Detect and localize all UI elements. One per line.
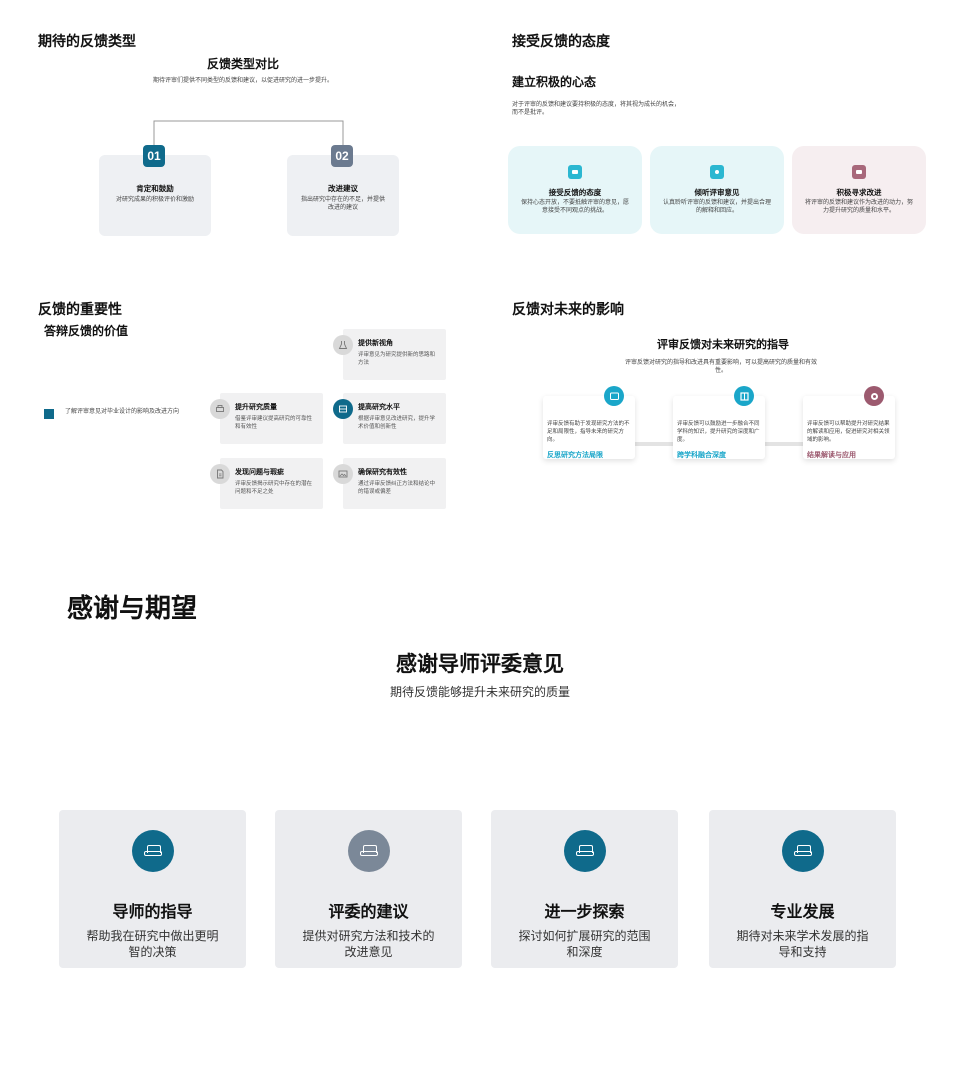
importance-item-5: 确保研究有效性 通过评审反馈纠正方法和结论中的错误或偏差 [333,458,446,509]
future-card-1: 评审反馈有助于发现研究方法的不足和局限性，指导未来的研究方向。 反思研究方法局限 [543,386,635,459]
message-icon [568,165,582,179]
attitude-card-title: 积极寻求改进 [836,188,882,197]
importance-item-desc: 通过评审反馈纠正方法和结论中的错误或偏差 [358,481,436,495]
thanks-card-title: 导师的指导 [112,904,193,921]
thanks-card-title: 进一步探索 [544,904,625,921]
types-subtitle: 期待评审们提供不同类型的反馈和建议，以促进研究的进一步提升。 [152,78,333,84]
chart-icon [852,165,866,179]
type-desc: 指出研究中存在的不足，并提供改进的建议 [301,197,386,211]
importance-item-title: 提升研究质量 [235,404,277,411]
document-icon [210,464,230,484]
section-title-importance: 反馈的重要性 [38,301,122,317]
folder-icon [604,386,624,406]
future-card-desc: 评审反馈可以帮助提升对研究结果的解读和应用，促进研究对相关领域的影响。 [807,421,890,443]
importance-item-desc: 评审意见为研究提供新的思路和方法 [358,352,436,366]
importance-item-4: 发现问题与瑕疵 评审反馈揭示研究中存在的潜在问题和不足之处 [210,458,323,509]
importance-item-desc: 根据评审意见改进研究，提升学术价值和创新性 [358,416,436,430]
flask-icon [333,335,353,355]
sofa-icon [781,830,824,872]
section-title-types: 期待的反馈类型 [38,33,136,49]
attitude-card-desc: 将评审的反馈和建议作为改进的动力，努力提升研究的质量和水平。 [804,200,913,214]
type-title: 肯定和鼓励 [136,184,174,193]
importance-item-title: 提高研究水平 [358,404,400,411]
importance-item-2: 提升研究质量 借鉴评审建议提高研究的可靠性和有效性 [210,393,323,444]
thanks-heading: 感谢导师评委意见 [396,653,564,676]
sofa-icon [347,830,390,872]
importance-item-desc: 评审反馈揭示研究中存在的潜在问题和不足之处 [235,481,313,495]
attitude-card-1: 接受反馈的态度 保持心态开放，不要抵触评审的意见，愿意接受不同观点的挑战。 [508,146,642,234]
section-title-thanks: 感谢与期望 [67,593,198,623]
attitude-card-desc: 认真聆听评审的反馈和建议，并提出合理的解释和回应。 [662,200,771,214]
thanks-card-desc: 提供对研究方法和技术的改进意见 [302,929,435,959]
types-heading: 反馈类型对比 [206,57,279,71]
attitude-subtitle: 对于评审的反馈和建议要持积极的态度，将其视为成长的机会，而不是批评。 [512,102,681,116]
sofa-icon [563,830,606,872]
attitude-heading: 建立积极的心态 [512,75,597,89]
thanks-card-title: 专业发展 [770,904,835,921]
puzzle-icon [734,386,754,406]
future-card-link[interactable]: 结果解读与应用 [807,452,856,459]
type-card-2: 02 改进建议 指出研究中存在的不足，并提供改进的建议 [287,145,399,236]
attitude-card-2: 倾听评审意见 认真聆听评审的反馈和建议，并提出合理的解释和回应。 [650,146,784,234]
thanks-card-desc: 探讨如何扩展研究的范围和深度 [518,929,651,959]
ear-icon [710,165,724,179]
type-card-1: 01 肯定和鼓励 对研究成果的积极评价和激励 [99,145,211,236]
print-icon [210,399,230,419]
section-title-future: 反馈对未来的影响 [512,301,624,317]
legend-swatch [44,409,54,419]
image-icon [333,464,353,484]
importance-legend: 了解评审意见对毕业设计的影响及改进方向 [65,409,180,415]
future-card-link[interactable]: 跨学科融合深度 [677,452,726,459]
future-card-desc: 评审反馈可以鼓励进一步融合不同学科的知识，提升研究的深度和广度。 [677,421,760,443]
thanks-card-4: 专业发展 期待对未来学术发展的指导和支持 [709,810,896,968]
importance-item-title: 提供新视角 [358,340,393,347]
importance-item-1: 提供新视角 评审意见为研究提供新的思路和方法 [333,329,446,380]
future-card-3: 评审反馈可以帮助提升对研究结果的解读和应用，促进研究对相关领域的影响。 结果解读… [803,386,895,459]
future-subtitle: 评审反馈对研究的指导和改进具有重要影响，可以提高研究的质量和有效性。 [625,360,818,374]
thanks-card-1: 导师的指导 帮助我在研究中做出更明智的决策 [59,810,246,968]
attitude-card-desc: 保持心态开放，不要抵触评审的意见，愿意接受不同观点的挑战。 [520,200,629,214]
attitude-card-3: 积极寻求改进 将评审的反馈和建议作为改进的动力，努力提升研究的质量和水平。 [792,146,926,234]
importance-item-3: 提高研究水平 根据评审意见改进研究，提升学术价值和创新性 [333,393,446,444]
importance-item-title: 发现问题与瑕疵 [235,469,284,476]
future-heading: 评审反馈对未来研究的指导 [657,339,789,351]
future-card-2: 评审反馈可以鼓励进一步融合不同学科的知识，提升研究的深度和广度。 跨学科融合深度 [673,386,765,459]
future-card-desc: 评审反馈有助于发现研究方法的不足和局限性，指导未来的研究方向。 [547,421,630,443]
thanks-card-desc: 期待对未来学术发展的指导和支持 [736,929,869,959]
type-number-badge: 02 [331,145,353,167]
thanks-card-3: 进一步探索 探讨如何扩展研究的范围和深度 [491,810,678,968]
type-title: 改进建议 [328,184,358,193]
section-title-attitude: 接受反馈的态度 [512,33,610,49]
future-card-link[interactable]: 反思研究方法局限 [547,452,603,459]
types-connector [153,120,344,146]
type-desc: 对研究成果的积极评价和激励 [115,197,194,203]
importance-item-title: 确保研究有效性 [358,469,407,476]
thanks-card-2: 评委的建议 提供对研究方法和技术的改进意见 [275,810,462,968]
sofa-icon [131,830,174,872]
thanks-card-desc: 帮助我在研究中做出更明智的决策 [86,929,219,959]
thanks-card-title: 评委的建议 [328,904,409,921]
attitude-card-title: 倾听评审意见 [694,188,740,197]
attitude-card-title: 接受反馈的态度 [548,188,602,197]
type-number-badge: 01 [143,145,165,167]
importance-item-desc: 借鉴评审建议提高研究的可靠性和有效性 [235,416,313,430]
thanks-subtitle: 期待反馈能够提升未来研究的质量 [389,685,570,699]
target-icon [864,386,884,406]
book-icon [333,399,353,419]
importance-heading: 答辩反馈的价值 [44,324,129,338]
